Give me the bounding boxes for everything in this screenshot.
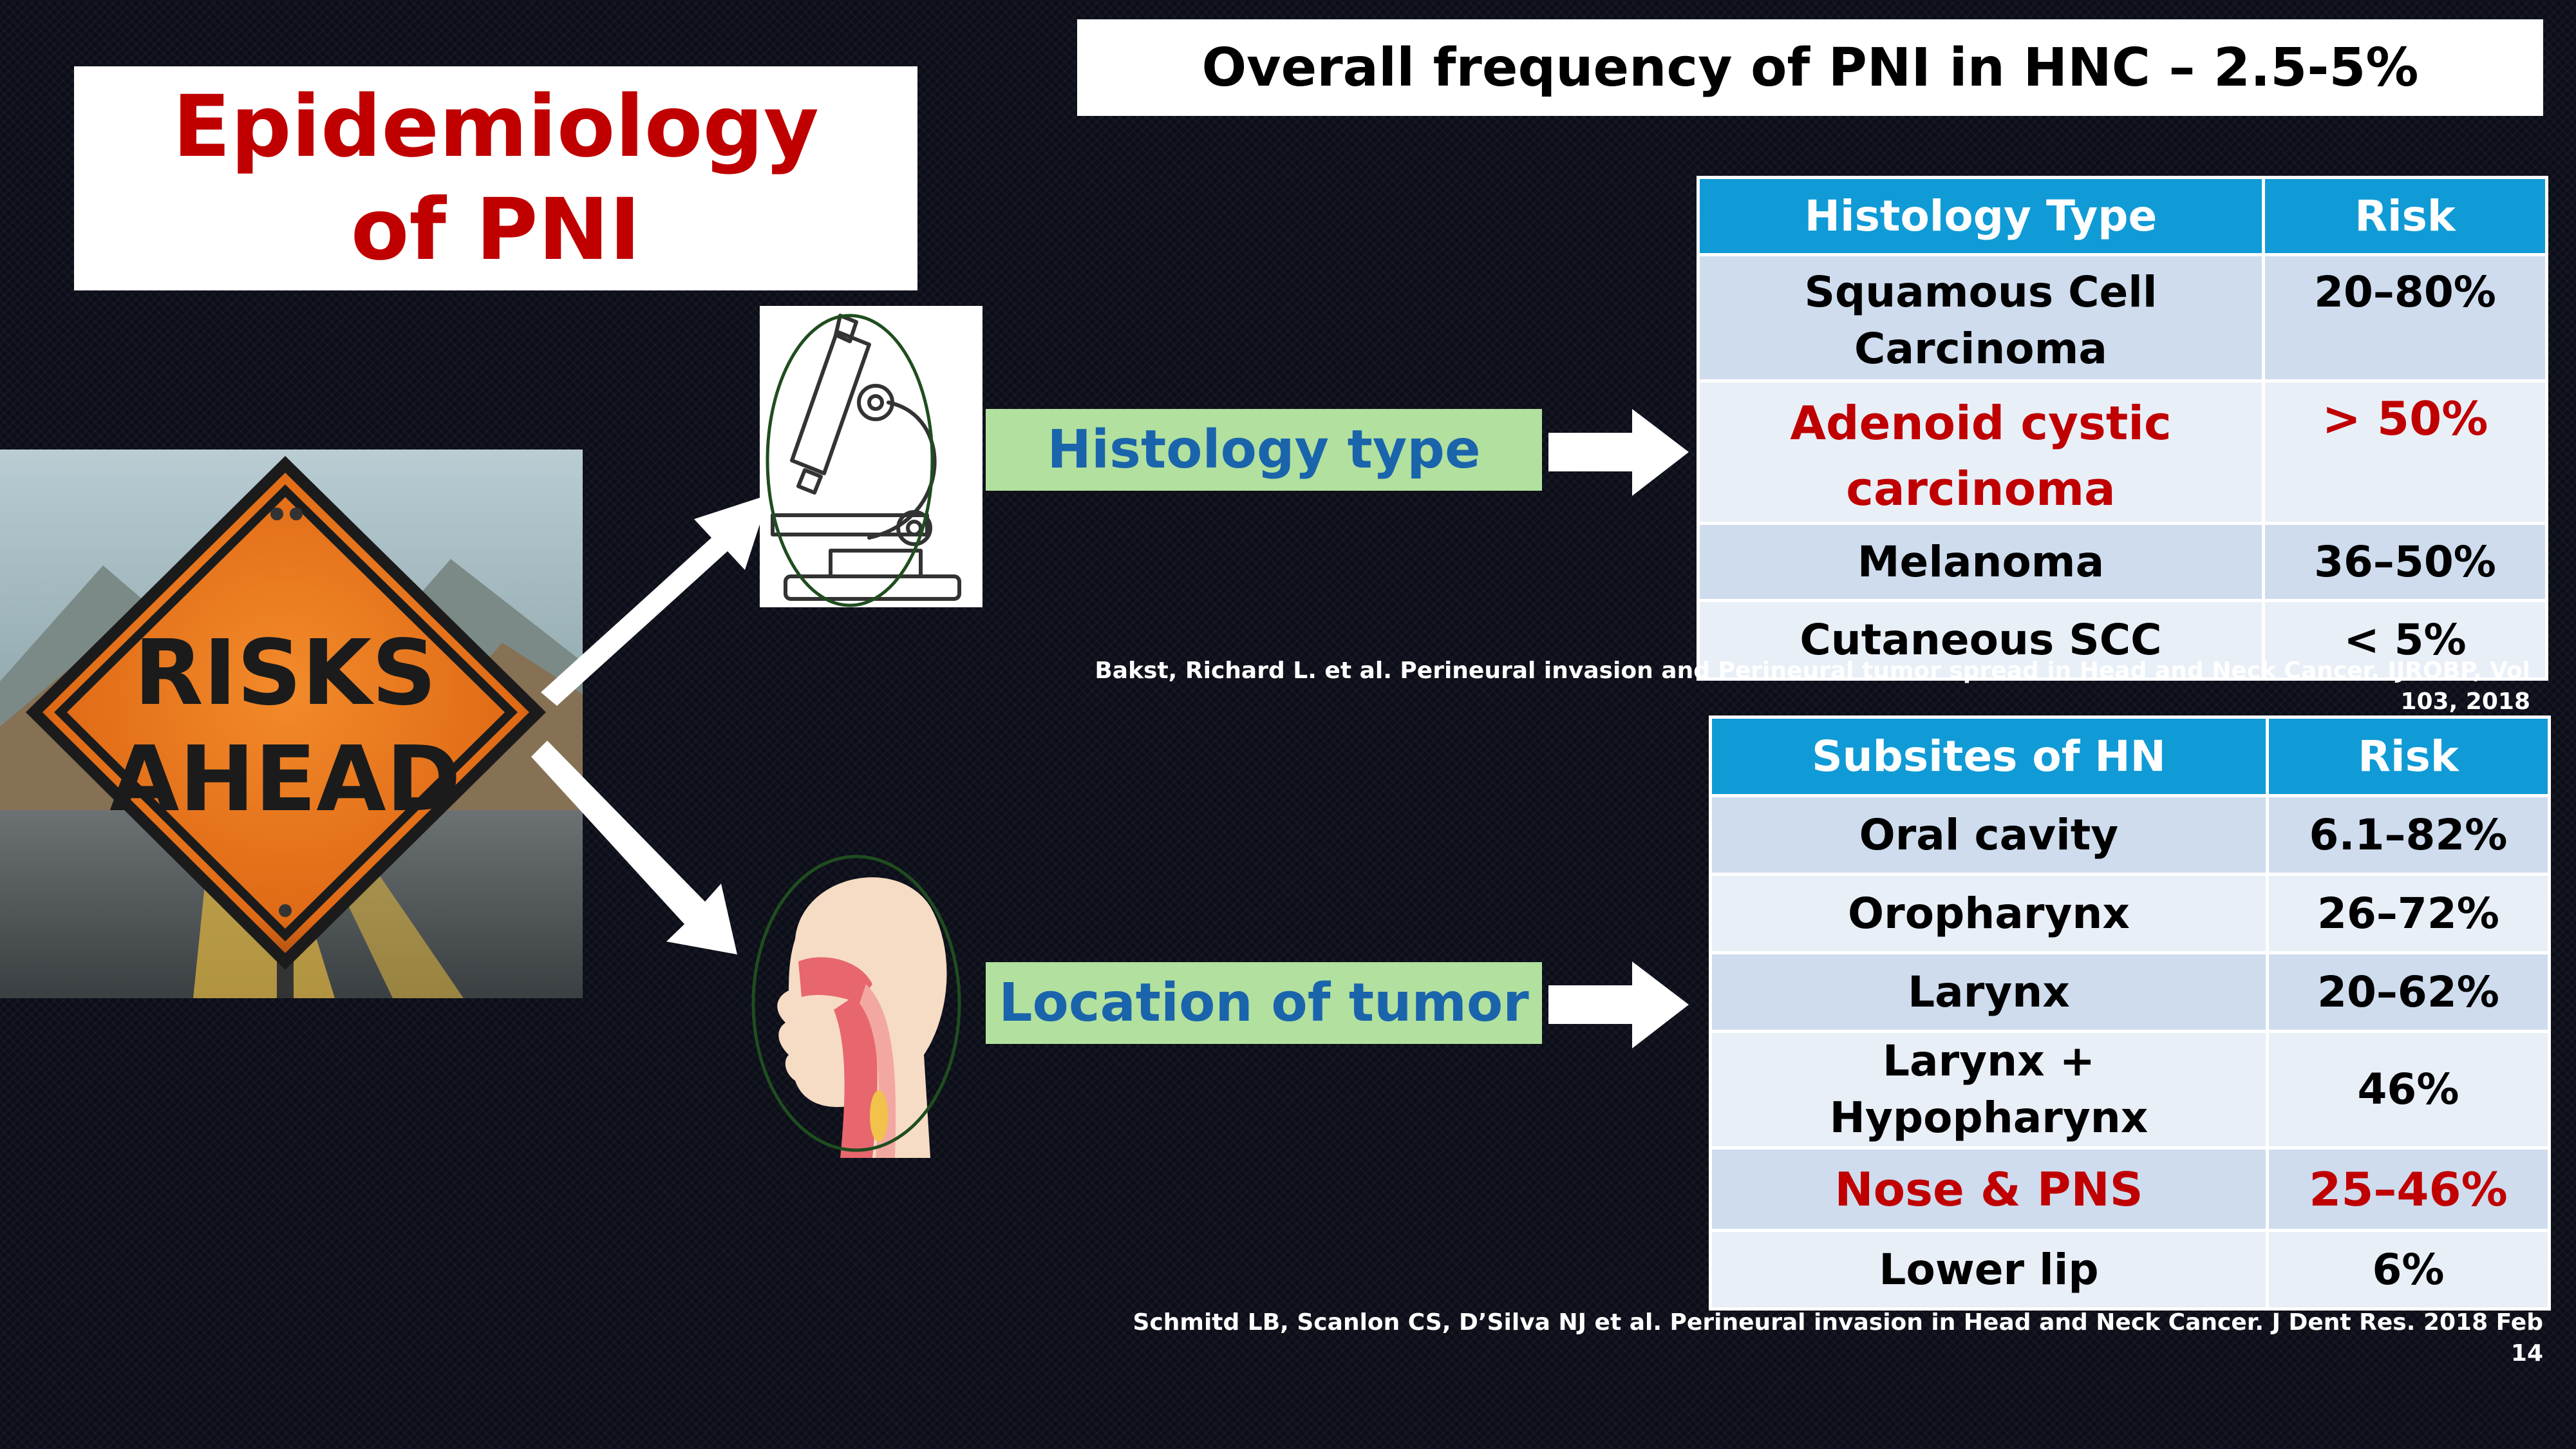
histology-cell: Squamous Cell Carcinoma [1697, 253, 2265, 383]
histology-cell: Adenoid cystic carcinoma [1697, 379, 2265, 525]
risk-sign-line2: AHEAD [109, 727, 461, 832]
subsite-cell: Oral cavity [1709, 794, 2269, 876]
histology-cell: Cutaneous SCC [1697, 599, 2265, 681]
headline: Overall frequency of PNI in HNC – 2.5-5% [1201, 37, 2419, 99]
subsite-cell: Larynx + Hypopharynx [1709, 1030, 2269, 1150]
column-header: Histology Type [1697, 176, 2265, 256]
table-row: Nose & PNS 25–46% [1709, 1146, 2551, 1232]
risk-cell: 46% [2266, 1030, 2551, 1150]
histology-risk-table: Histology Type Risk Squamous Cell Carcin… [1697, 176, 2548, 681]
risk-cell: 20–62% [2266, 951, 2551, 1033]
subsite-risk-table: Subsites of HN Risk Oral cavity 6.1–82% … [1709, 715, 2551, 1311]
arrow-right-location-icon [1548, 961, 1689, 1048]
risk-cell: 36–50% [2262, 522, 2548, 602]
histology-cell: Melanoma [1697, 522, 2265, 602]
table-row: Oral cavity 6.1–82% [1709, 794, 2551, 876]
citation-schmitd: Schmitd LB, Scanlon CS, D’Silva NJ et al… [1133, 1309, 2543, 1367]
risk-cell: 25–46% [2266, 1146, 2551, 1232]
column-header: Subsites of HN [1709, 715, 2269, 797]
table-row: Oropharynx 26–72% [1709, 873, 2551, 954]
table-row: Melanoma 36–50% [1697, 522, 2548, 602]
subsite-cell: Lower lip [1709, 1229, 2269, 1311]
arrow-right-histology-icon [1548, 409, 1689, 496]
table-row: Squamous Cell Carcinoma 20–80% [1697, 253, 2548, 383]
table-header-row: Histology Type Risk [1697, 176, 2548, 256]
risks-ahead-sign-icon: RISKS AHEAD [0, 450, 583, 998]
table-row: Adenoid cystic carcinoma > 50% [1697, 379, 2548, 525]
table-row: Lower lip 6% [1709, 1229, 2551, 1311]
subsite-cell: Larynx [1709, 951, 2269, 1033]
risk-cell: 20–80% [2262, 253, 2548, 383]
table-header-row: Subsites of HN Risk [1709, 715, 2551, 797]
risk-cell: 6% [2266, 1229, 2551, 1311]
arrow-down-right-icon [531, 741, 737, 954]
table-row: Larynx 20–62% [1709, 951, 2551, 1033]
title-box: Epidemiology of PNI [74, 66, 917, 290]
risk-cell: 6.1–82% [2266, 794, 2551, 876]
head-anatomy-icon [751, 855, 961, 1158]
column-header: Risk [2266, 715, 2551, 797]
location-of-tumor-label-text: Location of tumor [999, 972, 1529, 1034]
histology-type-label: Histology type [986, 409, 1542, 491]
table-row: Cutaneous SCC < 5% [1697, 599, 2548, 681]
microscope-picture [760, 306, 982, 607]
risks-ahead-picture: RISKS AHEAD [0, 450, 583, 998]
histology-type-label-text: Histology type [1047, 419, 1481, 480]
citation-bakst: Bakst, Richard L. et al. Perineural inva… [1095, 658, 2530, 715]
column-header: Risk [2262, 176, 2548, 256]
subsite-cell: Nose & PNS [1709, 1146, 2269, 1232]
slide-title: Epidemiology of PNI [173, 77, 819, 279]
headline-box: Overall frequency of PNI in HNC – 2.5-5% [1077, 19, 2543, 116]
table-row: Larynx + Hypopharynx 46% [1709, 1030, 2551, 1150]
microscope-icon [766, 314, 961, 607]
location-of-tumor-label: Location of tumor [986, 962, 1542, 1044]
risk-cell: < 5% [2262, 599, 2548, 681]
head-anatomy-picture [750, 849, 969, 1158]
arrow-up-right-icon [541, 495, 769, 706]
subsite-cell: Oropharynx [1709, 873, 2269, 954]
risk-sign-line1: RISKS [134, 621, 437, 726]
risk-cell: > 50% [2262, 379, 2548, 525]
risk-cell: 26–72% [2266, 873, 2551, 954]
